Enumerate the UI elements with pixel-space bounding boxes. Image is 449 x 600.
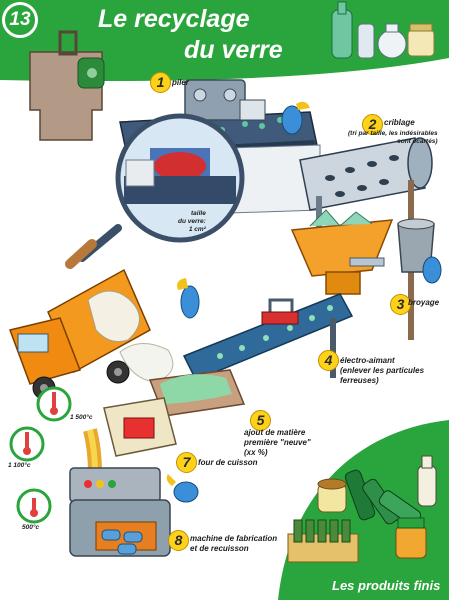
step-4-label-line2: (enlever les particules bbox=[340, 366, 425, 375]
step-4-number: 4 bbox=[318, 350, 339, 371]
step-2-label: criblage bbox=[384, 118, 415, 127]
finished-products-icon bbox=[287, 455, 437, 563]
step-2-number: 2 bbox=[362, 114, 383, 135]
magnet-conveyor-icon bbox=[182, 293, 354, 381]
step-8-number: 8 bbox=[168, 530, 189, 551]
chapter-number-badge: 13 bbox=[2, 2, 38, 38]
step-7-label: four de cuisson bbox=[198, 458, 258, 467]
finished-products-label: Les produits finis bbox=[332, 578, 441, 593]
mixing-trough-icon bbox=[148, 369, 246, 417]
forming-machine-icon bbox=[69, 467, 171, 557]
step-8-label-line1: machine de fabrication bbox=[190, 534, 278, 543]
step-3-label: broyage bbox=[408, 298, 440, 307]
zoom-caption-line2: du verre: bbox=[178, 218, 206, 226]
page-title-line2: du verre bbox=[184, 36, 283, 64]
page-title-line1: Le recyclage bbox=[98, 5, 250, 33]
step-1-label: piler bbox=[172, 78, 189, 87]
crusher-hopper-icon bbox=[290, 209, 394, 295]
header-bottles-icon bbox=[331, 1, 435, 59]
step-5-label-line3: (xx %) bbox=[244, 448, 268, 457]
step-7-number: 7 bbox=[176, 452, 197, 473]
step-2-note: (tri par taille, les indésirables sont é… bbox=[348, 130, 438, 146]
step-2-note-line2: sont écartés) bbox=[397, 138, 438, 146]
thermometer-icon bbox=[9, 386, 72, 524]
step-8-label: machine de fabrication et de recuisson bbox=[190, 534, 277, 554]
step-5-number: 5 bbox=[250, 410, 271, 431]
step-2-note-line1: (tri par taille, les indésirables bbox=[348, 130, 438, 137]
step-4-label-line1: électro-aimant bbox=[340, 356, 395, 365]
bird-mascot-icon bbox=[166, 101, 442, 503]
zoom-caption-line3: 1 cm² bbox=[188, 226, 206, 234]
glass-collection-bin-icon bbox=[29, 30, 105, 141]
dump-truck-icon bbox=[9, 268, 174, 400]
step-5-label-line1: ajout de matière bbox=[244, 428, 306, 437]
zoom-caption-line1: taille bbox=[191, 210, 206, 217]
step-5-label: ajout de matière première "neuve" (xx %) bbox=[244, 428, 311, 458]
temperature-label-1500: 1 500°c bbox=[70, 414, 93, 421]
step-5-label-line2: première "neuve" bbox=[244, 438, 311, 447]
magnifier-icon bbox=[65, 113, 245, 269]
step-1-number: 1 bbox=[150, 72, 171, 93]
step-3-number: 3 bbox=[390, 294, 411, 315]
zoom-caption: taille du verre: 1 cm² bbox=[178, 210, 206, 234]
step-4-label: électro-aimant (enlever les particules f… bbox=[340, 356, 424, 386]
step-8-label-line2: et de recuisson bbox=[190, 544, 249, 553]
temperature-label-500: 500°c bbox=[22, 524, 40, 531]
temperature-label-1100: 1 100°c bbox=[8, 462, 31, 469]
step-4-label-line3: ferreuses) bbox=[340, 376, 379, 385]
